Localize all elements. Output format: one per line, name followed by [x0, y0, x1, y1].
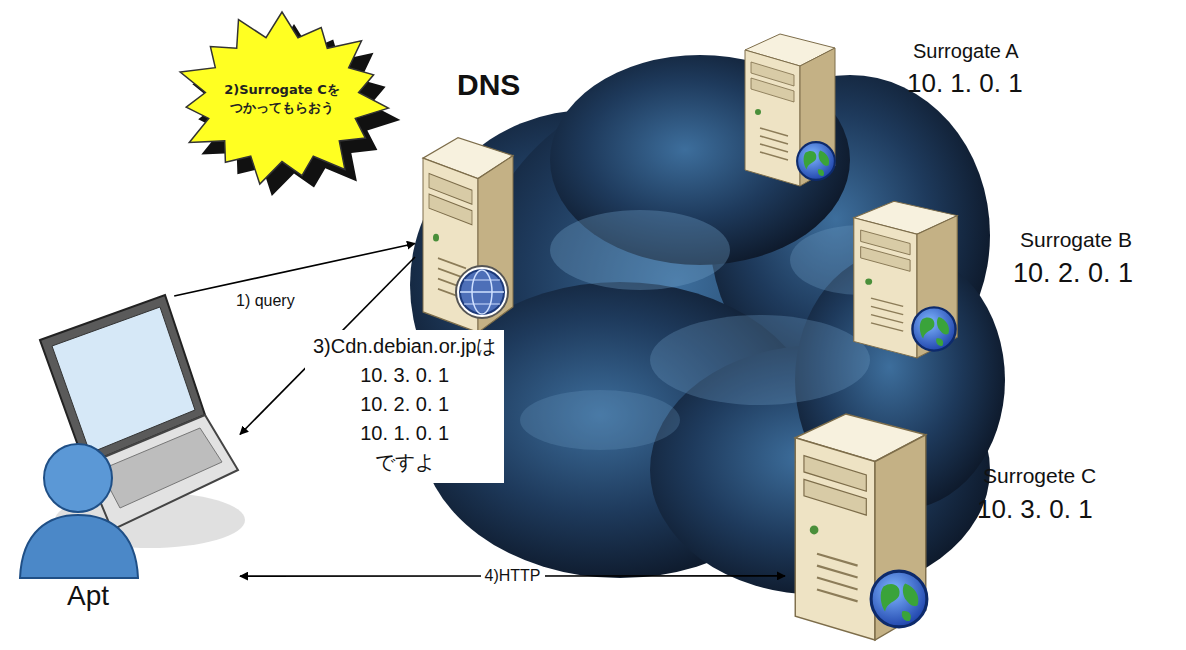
node-name: Apt — [67, 580, 109, 612]
node-name: Surrogate A — [913, 40, 1019, 63]
connector-arrow — [174, 244, 415, 297]
surrogate-server: Surrogate A 10. 1. 0. 1 — [735, 28, 1080, 193]
label-line: ですよ — [313, 448, 496, 477]
label-line: 3)Cdn.debian.or.jpは — [313, 332, 496, 361]
label-line: 10. 2. 0. 1 — [313, 390, 496, 419]
label-line: 10. 1. 0. 1 — [313, 419, 496, 448]
callout-text: 2)Surrogate Cを つかってもらおう — [223, 81, 341, 116]
dns-server: DNS — [415, 68, 545, 338]
edge-label: 3)Cdn.debian.or.jpは 10. 3. 0. 1 10. 2. 0… — [305, 330, 504, 483]
ip-address: 10. 2. 0. 1 — [1013, 258, 1133, 289]
node-name: DNS — [457, 68, 520, 102]
laptop-user — [20, 295, 245, 578]
node-name: Surrogate B — [1020, 228, 1132, 252]
callout-burst: 2)Surrogate Cを つかってもらおう — [175, 12, 403, 200]
edge-label: 4)HTTP — [481, 567, 545, 585]
client-laptop: Apt — [5, 296, 240, 618]
surrogate-server: Surrogete C 10. 3. 0. 1 — [785, 400, 1125, 645]
node-name: Surrogete C — [983, 464, 1096, 488]
surrogate-server: Surrogate B 10. 2. 0. 1 — [845, 192, 1181, 367]
ip-address: 10. 3. 0. 1 — [977, 494, 1093, 525]
ip-address: 10. 1. 0. 1 — [907, 68, 1023, 99]
label-line: 10. 3. 0. 1 — [313, 361, 496, 390]
edge-label: 1) query — [232, 292, 299, 310]
